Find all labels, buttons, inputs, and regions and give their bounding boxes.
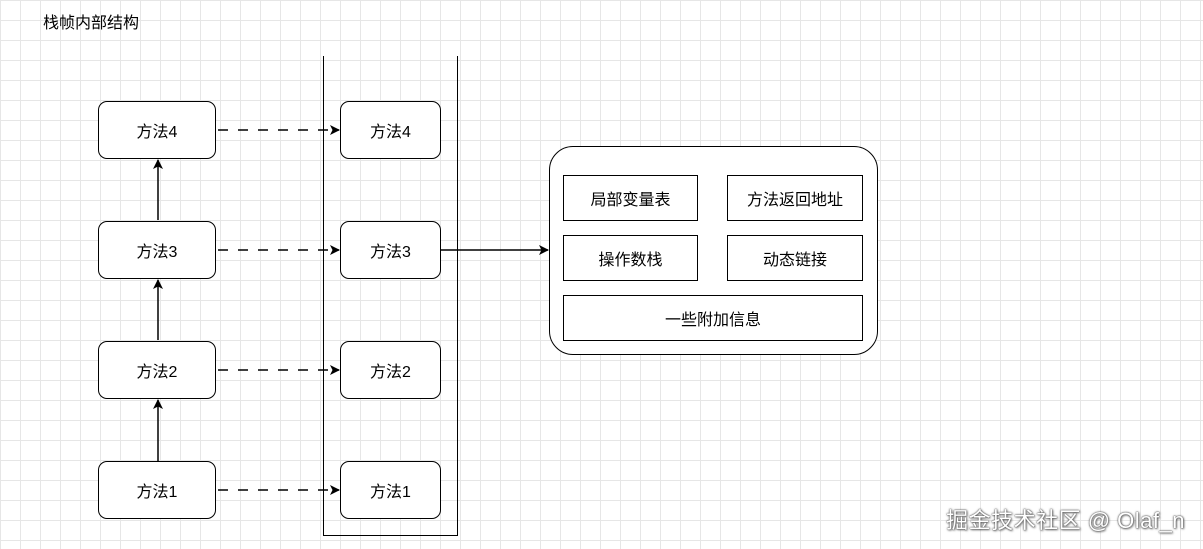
stack-frame-2: 方法2 <box>340 341 441 399</box>
watermark: 掘金技术社区 @ Olaf_n <box>946 508 1185 533</box>
return-address: 方法返回地址 <box>727 175 863 221</box>
operand-stack: 操作数栈 <box>563 235 698 281</box>
call-method-4: 方法4 <box>98 101 216 159</box>
dynamic-linking: 动态链接 <box>727 235 863 281</box>
stack-frame-3: 方法3 <box>340 221 441 279</box>
additional-info: 一些附加信息 <box>563 295 863 341</box>
stack-frame-1: 方法1 <box>340 461 441 519</box>
local-variable-table: 局部变量表 <box>563 175 698 221</box>
stack-container <box>323 56 458 536</box>
call-method-1: 方法1 <box>98 461 216 519</box>
diagram-title: 栈帧内部结构 <box>43 15 140 32</box>
stack-frame-4: 方法4 <box>340 101 441 159</box>
call-method-2: 方法2 <box>98 341 216 399</box>
call-method-3: 方法3 <box>98 221 216 279</box>
